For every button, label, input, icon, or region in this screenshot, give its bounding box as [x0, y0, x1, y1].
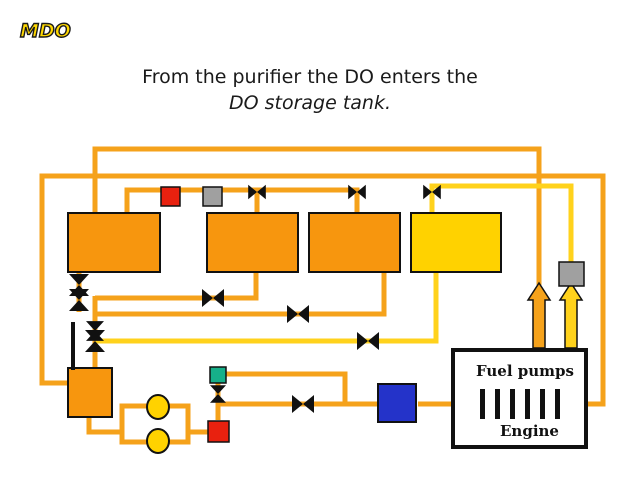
fuel-heater	[377, 383, 417, 423]
do-storage-tank	[410, 212, 502, 273]
tank2-drain-pipe	[95, 272, 259, 301]
fine-filter-teal	[209, 366, 227, 384]
tank1-outlet-valve-lower[interactable]	[69, 289, 89, 311]
hfo-settling-tank	[67, 212, 161, 273]
purifier-red-unit	[160, 186, 181, 207]
tank3-drain-valve[interactable]	[287, 305, 309, 323]
booster-pump-red	[207, 420, 230, 443]
purifier-grey-unit	[202, 186, 223, 207]
caption-line-1: From the purifier the DO enters the	[142, 66, 478, 88]
injector-bars	[480, 389, 560, 419]
fuel-pumps-label: Fuel pumps	[476, 362, 574, 380]
purifier-header-pipe	[124, 187, 360, 213]
outer-loop-pipe	[39, 173, 606, 407]
storage-tank-3	[308, 212, 401, 273]
do-sensor-grey	[558, 261, 585, 287]
filter-valve[interactable]	[210, 385, 226, 403]
service-tank	[67, 367, 113, 418]
pump-suction-pipe	[86, 417, 122, 435]
filter-bypass-pipe	[226, 371, 348, 404]
do-supply-arrow	[558, 281, 584, 349]
engine-feed-valve[interactable]	[292, 395, 314, 413]
slide-caption: From the purifier the DO enters the DO s…	[0, 64, 620, 116]
injector-1	[480, 389, 485, 419]
return-pipe-top	[92, 146, 542, 285]
storage-tank-2	[206, 212, 299, 273]
injector-3	[510, 389, 515, 419]
engine-label: Engine	[500, 422, 559, 440]
injector-6	[555, 389, 560, 419]
tank2-drain-valve[interactable]	[202, 289, 224, 307]
tank3-drain-pipe	[95, 272, 387, 317]
do-purifier-line	[429, 183, 574, 262]
supply-pump-2	[146, 428, 170, 454]
engine-block	[451, 348, 588, 449]
mdo-logo: MDO	[19, 19, 71, 42]
return-flow-arrow	[526, 281, 552, 349]
injector-4	[525, 389, 530, 419]
do-tank-outlet-line	[95, 272, 439, 344]
caption-line-2: DO storage tank.	[228, 92, 392, 114]
supply-pump-1	[146, 394, 170, 420]
injector-2	[495, 389, 500, 419]
do-outlet-valve[interactable]	[357, 332, 379, 350]
injector-5	[540, 389, 545, 419]
